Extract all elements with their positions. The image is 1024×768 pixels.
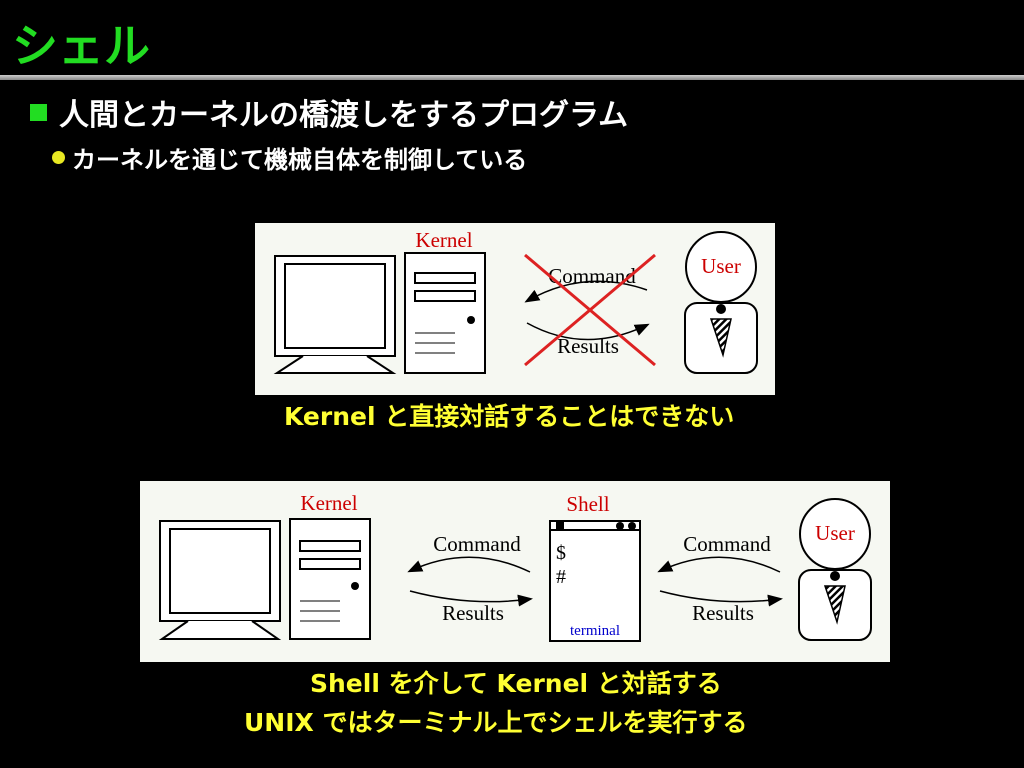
direct-kernel-diagram-svg: Kernel Command Results User <box>273 228 758 374</box>
shell-diagram: Kernel Command Results Shell $ # termina… <box>140 481 890 662</box>
user-label: User <box>701 254 741 278</box>
bullet-level2-text: カーネルを通じて機械自体を制御している <box>72 145 528 174</box>
user-label: User <box>815 521 855 545</box>
command-arrow <box>524 280 648 303</box>
terminal-window-icon <box>549 520 641 642</box>
direct-kernel-diagram: Kernel Command Results User <box>255 223 775 395</box>
results-arrow-left <box>409 590 533 607</box>
bullet-level1-text: 人間とカーネルの橋渡しをするプログラム <box>59 98 629 133</box>
shell-label: Shell <box>566 492 609 516</box>
green-square-bullet-icon <box>30 103 47 121</box>
results-label-left: Results <box>442 601 504 625</box>
bullet-level1: 人間とカーネルの橋渡しをするプログラム <box>30 90 628 134</box>
slide-title: シェル <box>12 19 150 73</box>
red-cross-icon <box>524 253 656 367</box>
results-label: Results <box>557 334 619 358</box>
shell-diagram-svg: Kernel Command Results Shell $ # termina… <box>158 491 872 642</box>
server-tower-icon <box>404 252 486 374</box>
command-arrow-right <box>657 556 781 573</box>
diagram2-caption-line2: UNIX ではターミナル上でシェルを実行する <box>244 708 748 737</box>
monitor-icon <box>158 520 282 640</box>
command-label-right: Command <box>683 532 771 556</box>
diagram1-caption: Kernel と直接対話することはできない <box>284 402 735 431</box>
server-tower-icon <box>289 518 371 640</box>
kernel-label: Kernel <box>300 491 357 515</box>
results-arrow <box>526 322 650 341</box>
command-label-left: Command <box>433 532 521 556</box>
diagram2-caption-line1: Shell を介して Kernel と対話する <box>310 669 722 698</box>
user-icon <box>684 231 758 374</box>
command-arrow-left <box>407 556 531 573</box>
results-label-right: Results <box>692 601 754 625</box>
kernel-label: Kernel <box>415 228 472 252</box>
results-arrow-right <box>659 590 783 607</box>
user-icon <box>798 498 872 641</box>
prompt-dollar: $ <box>556 542 566 564</box>
terminal-label: terminal <box>570 623 620 639</box>
title-divider <box>0 75 1024 80</box>
monitor-icon <box>273 255 397 374</box>
yellow-dot-bullet-icon <box>52 150 65 164</box>
bullet-level2: カーネルを通じて機械自体を制御している <box>52 140 527 174</box>
prompt-hash: # <box>556 566 566 588</box>
